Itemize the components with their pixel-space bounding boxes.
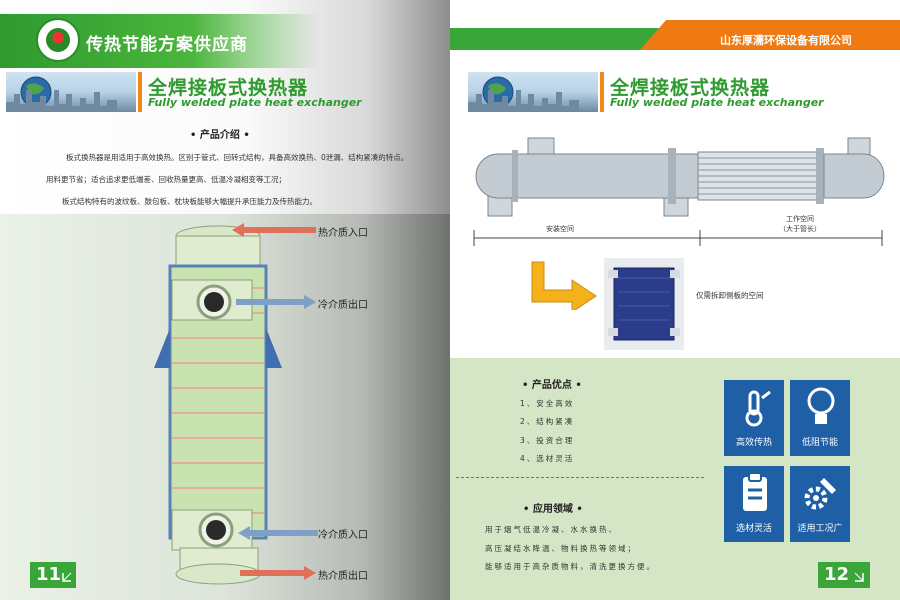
cold-inlet-label: 冷介质入口 [318, 530, 368, 541]
feature-tile-flexible-material: 选材灵活 [724, 466, 784, 542]
lightbulb-icon [807, 387, 835, 424]
applications-heading: • 应用领域 • [523, 504, 583, 515]
feature-tile-label: 选材灵活 [735, 524, 772, 534]
dimension-lines [473, 230, 883, 246]
intro-line-2: 用料更节省；适合追求更低端差、回收热量更高、低温冷凝相变等工况； [46, 175, 286, 184]
product-title-en: Fully welded plate heat exchanger [148, 96, 362, 109]
hot-outlet-label: 热介质出口 [318, 571, 368, 582]
hot-inlet-label: 热介质入口 [318, 228, 368, 239]
advantage-item-4: 4、选材灵活 [520, 454, 575, 463]
intro-line-3: 板式结构特有的波纹板、鼓包板、枕块板能够大幅提升承压能力及传热能力。 [62, 197, 317, 206]
advantage-item-3: 3、投资合理 [520, 436, 575, 445]
intro-line-1: 板式换热器是用适用于高效换热。区别于管式、回转式结构，具备高效换热、0泄漏、结构… [66, 153, 409, 162]
plate-exchanger-photo [604, 258, 684, 350]
feature-tile-wide-conditions: 适用工况广 [790, 466, 850, 542]
cold-outlet-label: 冷介质出口 [318, 300, 368, 311]
cold-inlet-arrow-icon [238, 526, 318, 540]
page-number-badge-right: 12 [818, 562, 870, 588]
intro-heading: • 产品介绍 • [190, 130, 250, 141]
city-skyline-icon [468, 76, 579, 112]
side-panel-note: 仅需拆卸侧板的空间 [696, 291, 764, 300]
application-line-1: 用于烟气低温冷凝、水水换热、 [485, 525, 618, 534]
hot-outlet-arrow-icon [240, 566, 316, 580]
thermometer-icon [745, 390, 771, 427]
cold-outlet-arrow-icon [236, 295, 316, 309]
feature-tile-efficient-heat: 高效传热 [724, 380, 784, 456]
supplier-title: 传热节能方案供应商 [86, 35, 248, 55]
title-accent-bar-right [600, 72, 604, 112]
plate-heat-exchanger-illustration [154, 225, 282, 585]
feature-tile-low-resistance: 低阻节能 [790, 380, 850, 456]
product-title-cn: 全焊接板式换热器 [148, 77, 309, 99]
shell-tube-exchanger-illustration [475, 137, 885, 217]
advantage-item-1: 1、安全高效 [520, 399, 575, 408]
company-logo [36, 18, 80, 62]
title-accent-bar [138, 72, 142, 112]
page-number-right: 12 [824, 564, 850, 585]
feature-tile-label: 低阻节能 [801, 438, 838, 448]
right-header-orange-band [640, 20, 900, 50]
logo-emblem-icon [46, 28, 70, 52]
install-space-label: 安装空间 [546, 225, 574, 233]
city-skyline-icon [6, 76, 117, 112]
company-name: 山东厚濡环保设备有限公司 [720, 34, 852, 47]
wrench-gear-icon [804, 478, 836, 510]
section-divider [456, 477, 704, 478]
right-header-green-band [450, 28, 660, 50]
hot-inlet-arrow-icon [232, 223, 316, 237]
corner-arrow-icon [62, 572, 72, 582]
application-line-3: 能够适用于高杂质物料，清洗更换方便。 [485, 562, 656, 571]
corner-arrow-icon [854, 572, 864, 582]
page-number-badge-left: 11 [30, 562, 76, 588]
work-space-label: 工作空间 [786, 215, 814, 223]
advantage-item-2: 2、结构紧凑 [520, 417, 575, 426]
clipboard-icon [743, 472, 767, 511]
feature-tile-label: 高效传热 [735, 438, 772, 448]
orange-bend-arrow-icon [531, 261, 597, 310]
feature-tile-label: 适用工况广 [797, 524, 843, 534]
advantages-heading: • 产品优点 • [522, 380, 582, 391]
application-line-2: 高压凝结水降温、物料换热等领域； [485, 544, 637, 553]
page-number-left: 11 [36, 564, 62, 585]
city-globe-banner-image-right [468, 72, 598, 112]
product-title-en-right: Fully welded plate heat exchanger [610, 96, 824, 109]
work-space-note: （大于管长） [779, 225, 821, 233]
city-globe-banner-image [6, 72, 136, 112]
product-title-cn-right: 全焊接板式换热器 [610, 77, 771, 99]
